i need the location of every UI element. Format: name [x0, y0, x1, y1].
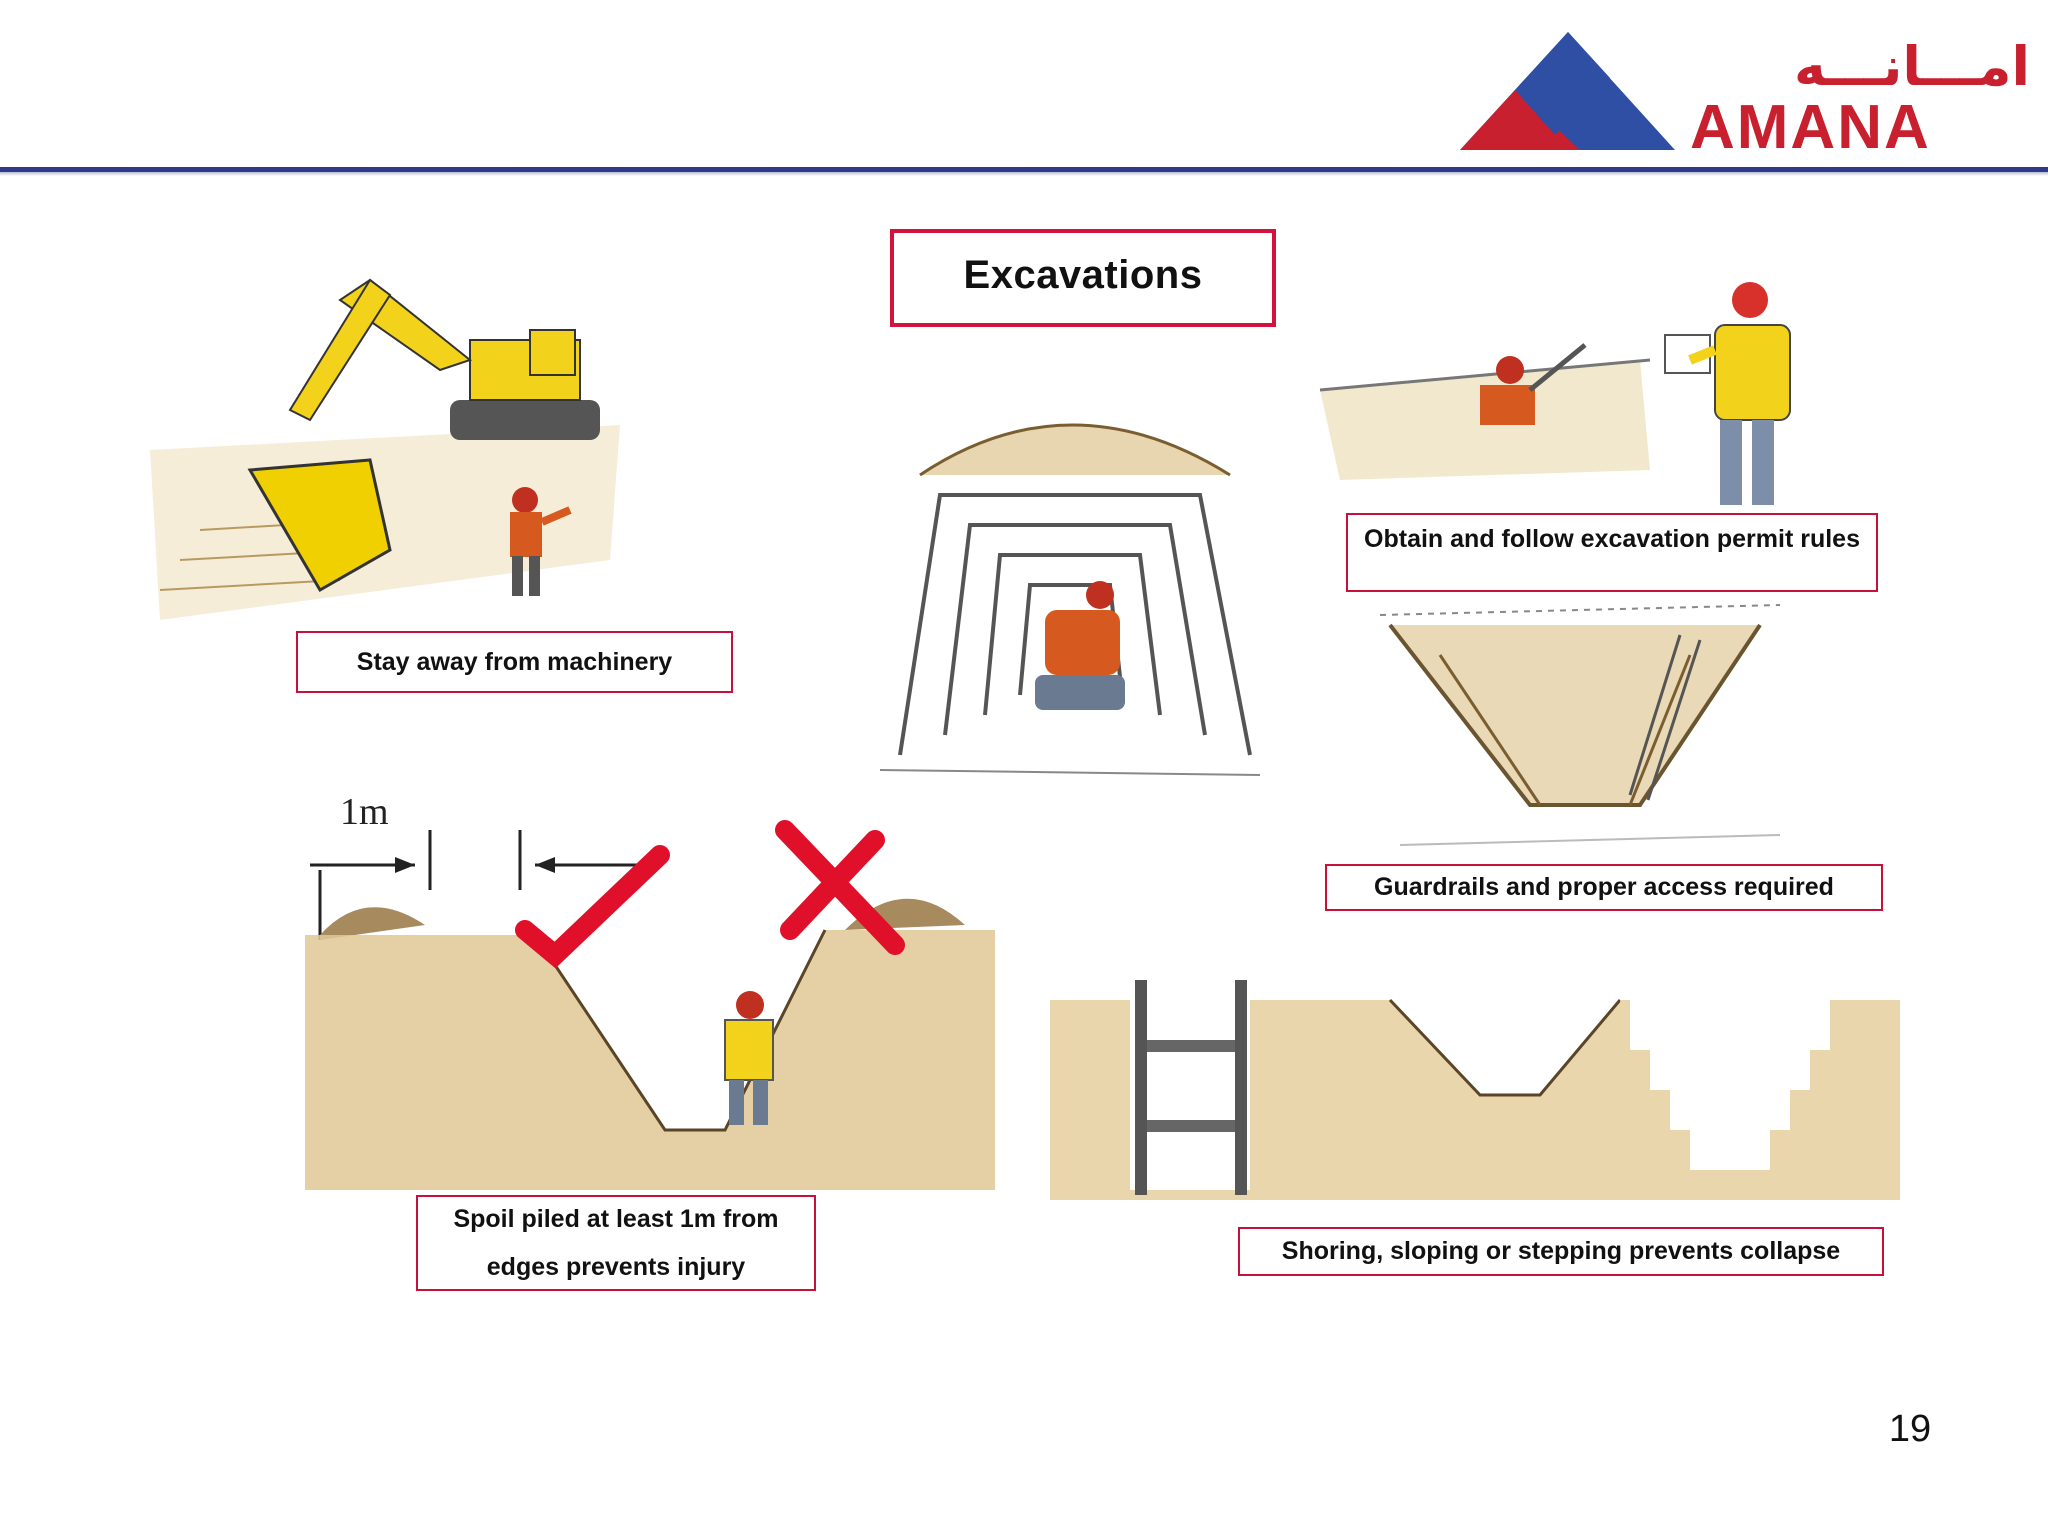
permit-inspector-illustration — [1319, 282, 1791, 505]
caption-guardrails: Guardrails and proper access required — [1325, 864, 1883, 911]
spoil-distance-illustration — [305, 820, 995, 1190]
excavator-worker-illustration — [150, 278, 620, 620]
caption-spoil-line1: Spoil piled at least 1m from — [453, 1205, 779, 1233]
ladder-icon — [1628, 634, 1702, 801]
sloping-trench — [1320, 998, 1622, 1200]
distance-label: 1m — [340, 791, 389, 833]
caption-spoil: Spoil piled at least 1m from edges preve… — [416, 1195, 816, 1291]
shoring-trench — [1050, 980, 1320, 1200]
page-title: Excavations — [963, 253, 1203, 297]
amana-logo: امـــانـــه AMANA — [1460, 30, 2030, 160]
logo-triangle-icon — [1460, 32, 1675, 150]
title-box: Excavations — [890, 229, 1276, 327]
tunnel-shoring-illustration — [879, 423, 1261, 776]
page-number: 19 — [1888, 1408, 1932, 1450]
caption-shoring: Shoring, sloping or stepping prevents co… — [1238, 1227, 1884, 1276]
logo-arabic-text: امـــانـــه — [1794, 35, 2030, 98]
shoring-methods-illustration — [1050, 980, 1900, 1200]
trench-worker-icon — [1480, 343, 1587, 425]
excavator-icon — [247, 278, 600, 593]
tunnel-worker-icon — [1035, 581, 1125, 710]
header-rule — [0, 167, 2048, 172]
caption-machinery: Stay away from machinery — [296, 631, 733, 693]
trench-worker-icon — [724, 991, 774, 1125]
inspector-icon — [1664, 282, 1791, 505]
guardrail-trench-illustration — [1379, 604, 1781, 846]
header-rule-shadow — [0, 172, 2048, 176]
stepping-trench — [1620, 1000, 1900, 1200]
caption-spoil-line2: edges prevents injury — [486, 1253, 746, 1281]
check-mark-icon — [515, 845, 670, 969]
cross-mark-icon — [775, 820, 905, 955]
worker-icon — [510, 487, 572, 596]
logo-english-text: AMANA — [1690, 93, 1931, 162]
caption-permit: Obtain and follow excavation permit rule… — [1346, 513, 1878, 592]
